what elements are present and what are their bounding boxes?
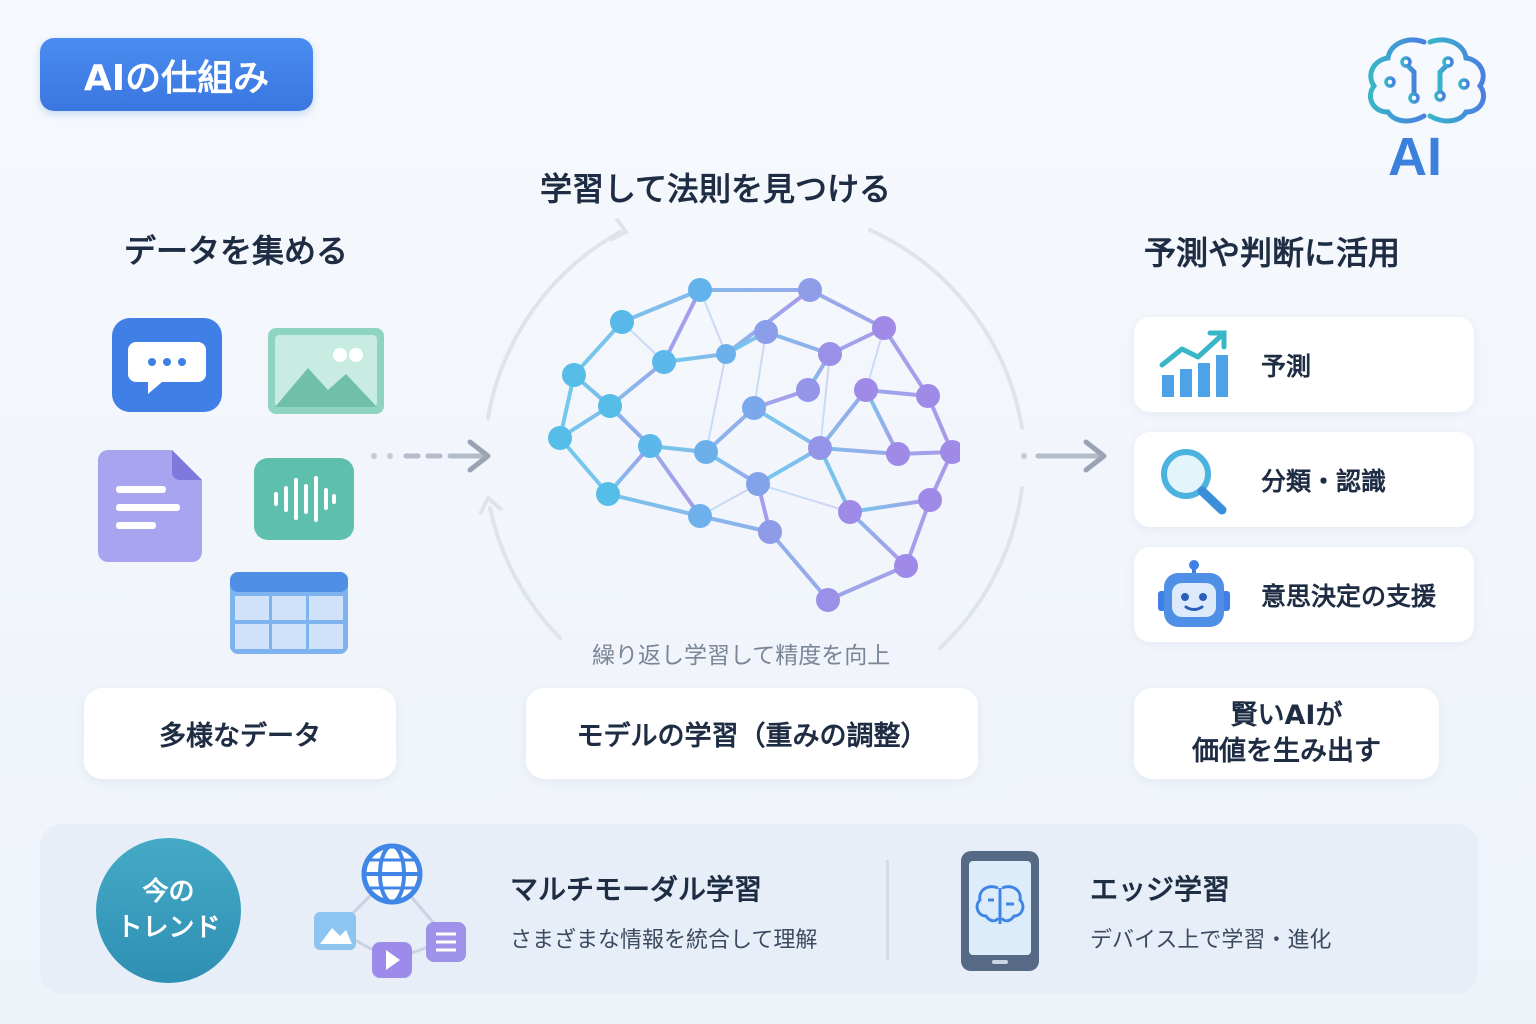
edge-title: エッジ学習 — [1090, 873, 1231, 906]
arrow-to-model — [371, 439, 491, 473]
trends-badge: 今の トレンド — [96, 838, 241, 983]
image-icon — [268, 328, 384, 414]
edge-subtitle: デバイス上で学習・進化 — [1090, 928, 1332, 953]
value-card: 賢いAIが 価値を生み出す — [1134, 688, 1439, 779]
chat-icon — [112, 318, 222, 412]
robot-icon — [1158, 560, 1230, 627]
ai-logo: AI — [1362, 34, 1492, 189]
trends-badge-line1: 今の — [142, 877, 195, 908]
diverse-data-card: 多様なデータ — [84, 688, 396, 779]
globe-network-icon — [314, 843, 466, 978]
apply-heading: 予測や判断に活用 — [1144, 234, 1401, 272]
table-icon — [230, 572, 348, 654]
model-training-card: モデルの学習（重みの調整） — [526, 688, 978, 779]
learn-heading: 学習して法則を見つける — [540, 170, 892, 208]
multimodal-subtitle: さまざまな情報を統合して理解 — [510, 928, 818, 953]
learning-cycle-arcs — [478, 218, 1024, 650]
value-card-line2: 価値を生み出す — [1192, 735, 1381, 767]
neural-brain-graphic — [548, 278, 960, 612]
tablet-brain-icon — [961, 851, 1039, 971]
magnifier-icon — [1161, 449, 1227, 515]
audio-wave-icon — [254, 458, 354, 540]
ai-logo-text: AI — [1388, 127, 1442, 187]
decision-card: 意思決定の支援 — [1134, 547, 1474, 642]
brain-circuit-icon — [1368, 37, 1486, 137]
learning-caption: 繰り返し学習して精度を向上 — [592, 643, 891, 669]
predict-card: 予測 — [1134, 317, 1474, 412]
predict-label: 予測 — [1261, 351, 1312, 381]
title-badge: AIの仕組み — [40, 38, 313, 111]
classify-card: 分類・認識 — [1134, 432, 1474, 527]
collect-heading: データを集める — [124, 232, 349, 270]
decision-label: 意思決定の支援 — [1261, 581, 1437, 611]
trends-panel — [40, 824, 1478, 994]
bar-chart-icon — [1159, 330, 1228, 397]
classify-label: 分類・認識 — [1261, 466, 1387, 496]
document-icon — [98, 450, 202, 562]
arrow-to-apply — [1021, 439, 1107, 473]
multimodal-title: マルチモーダル学習 — [510, 873, 763, 906]
trends-badge-line2: トレンド — [116, 912, 221, 943]
value-card-line1: 賢いAIが — [1230, 700, 1343, 732]
trends-divider — [886, 860, 889, 960]
